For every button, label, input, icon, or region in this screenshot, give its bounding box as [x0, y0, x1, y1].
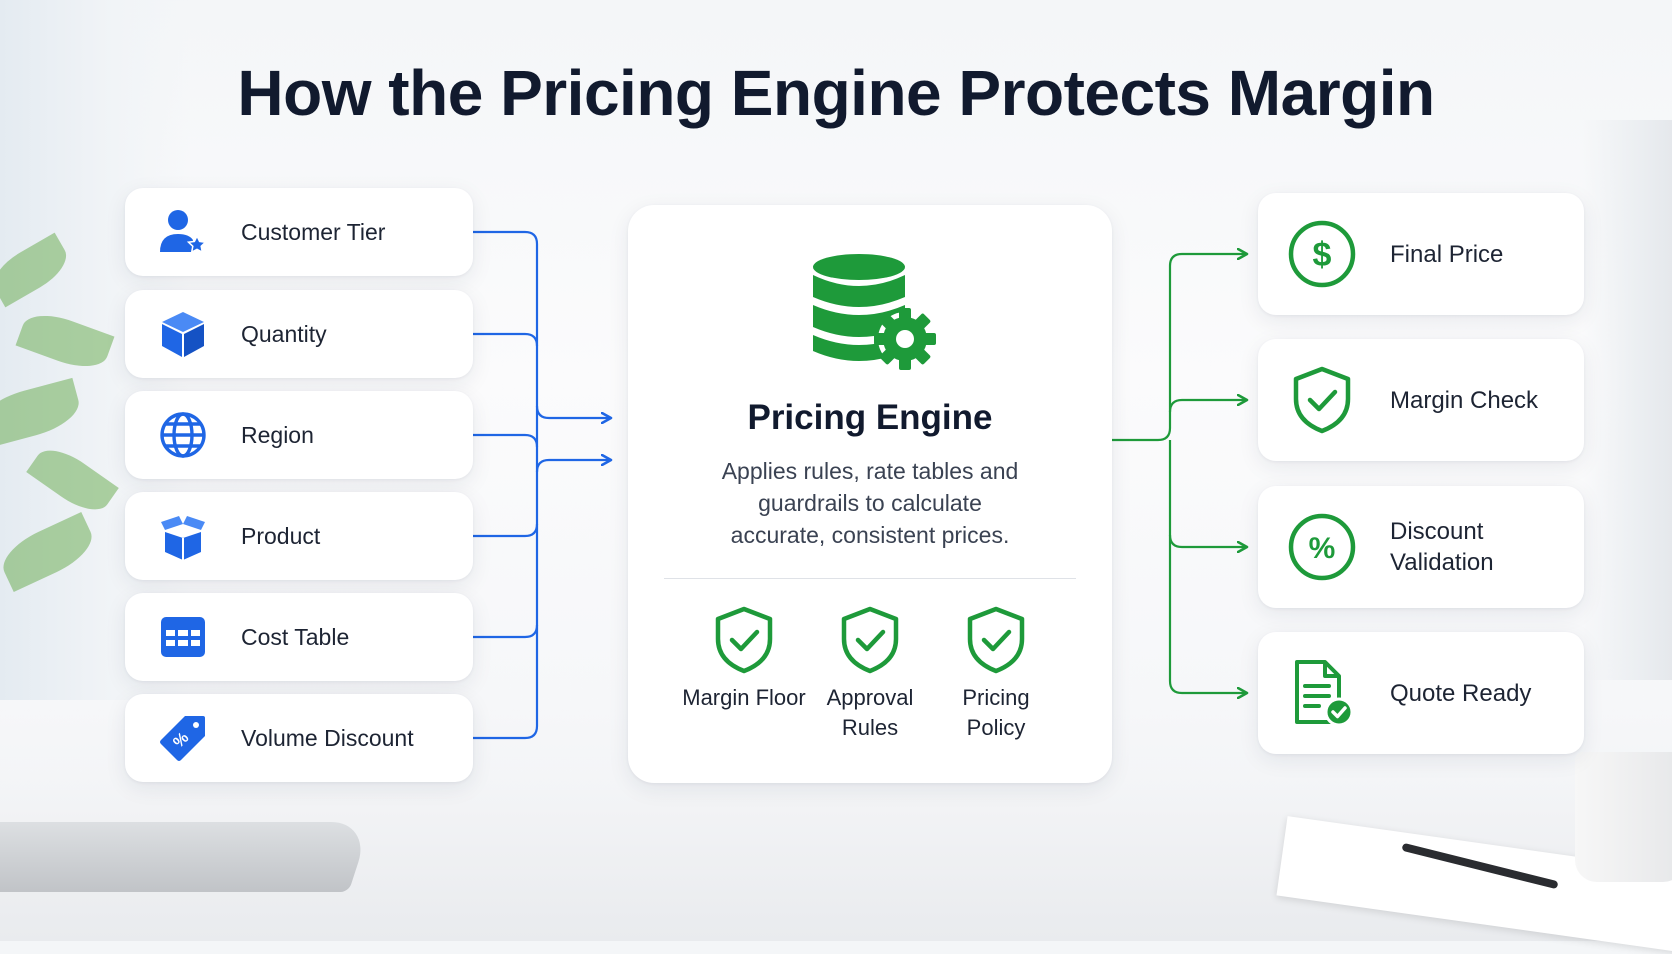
input-card-customer-tier: Customer Tier	[125, 188, 473, 276]
input-branch-cost-table	[473, 624, 539, 639]
input-label-customer-tier: Customer Tier	[241, 218, 386, 245]
percent-circle-icon: %	[1286, 511, 1358, 583]
input-branch-region	[473, 433, 539, 448]
guardrail-margin-floor: Margin Floor	[679, 605, 809, 713]
guardrail-label: Pricing Policy	[962, 685, 1030, 740]
input-branch-quantity	[473, 332, 539, 347]
globe-icon	[155, 407, 211, 463]
input-card-quantity: Quantity	[125, 290, 473, 378]
engine-description: Applies rules, rate tables and guardrail…	[721, 458, 1019, 548]
engine-title: Pricing Engine	[747, 398, 993, 437]
discount-tag-icon: %	[155, 710, 211, 766]
document-check-icon	[1286, 657, 1358, 729]
shield-check-icon	[1286, 364, 1358, 436]
page-title: How the Pricing Engine Protects Margin	[237, 57, 1435, 129]
output-card-final-price: $ Final Price	[1258, 193, 1584, 315]
customer-tier-icon	[155, 204, 211, 260]
output-arrow-margin-check	[1168, 400, 1246, 413]
quantity-box-icon	[155, 306, 211, 362]
input-card-cost-table: Cost Table	[125, 593, 473, 681]
input-card-product: Product	[125, 492, 473, 580]
output-card-quote-ready: Quote Ready	[1258, 632, 1584, 754]
engine-divider	[664, 578, 1076, 579]
output-arrow-discount-validation	[1168, 440, 1246, 547]
input-bus-line	[473, 230, 539, 740]
database-gear-icon	[813, 254, 936, 370]
output-label-quote-ready: Quote Ready	[1390, 679, 1532, 707]
input-arrow-bottom	[535, 460, 610, 473]
product-box-icon	[155, 508, 211, 564]
input-label-product: Product	[241, 522, 321, 549]
shield-check-icon	[841, 606, 899, 674]
table-icon	[155, 609, 211, 665]
guardrail-pricing-policy: Pricing Policy	[931, 605, 1061, 743]
output-label-discount-validation: Discount Validation	[1390, 518, 1494, 576]
output-card-discount-validation: % Discount Validation	[1258, 486, 1584, 608]
output-arrow-final-price	[1112, 254, 1246, 442]
output-label-margin-check: Margin Check	[1390, 386, 1539, 414]
input-branch-product	[473, 523, 539, 538]
input-label-quantity: Quantity	[241, 320, 327, 347]
input-arrow-top	[535, 405, 610, 418]
input-connectors	[473, 230, 610, 740]
output-label-final-price: Final Price	[1390, 240, 1504, 268]
guardrail-label: Margin Floor	[682, 685, 806, 710]
shield-check-icon	[967, 606, 1025, 674]
output-connectors	[1112, 254, 1246, 693]
input-label-volume-discount: Volume Discount	[241, 724, 414, 751]
dollar-circle-icon: $	[1286, 218, 1358, 290]
pricing-engine-card: Pricing Engine Applies rules, rate table…	[628, 205, 1112, 783]
output-arrow-quote-ready	[1168, 535, 1246, 693]
input-card-volume-discount: % Volume Discount	[125, 694, 473, 782]
output-card-margin-check: Margin Check	[1258, 339, 1584, 461]
guardrail-label: Approval Rules	[826, 685, 914, 740]
svg-text:%: %	[1309, 532, 1336, 565]
input-label-cost-table: Cost Table	[241, 623, 350, 650]
guardrail-approval-rules: Approval Rules	[805, 605, 935, 743]
input-card-region: Region	[125, 391, 473, 479]
input-label-region: Region	[241, 421, 314, 448]
svg-text:$: $	[1313, 236, 1332, 274]
shield-check-icon	[715, 606, 773, 674]
